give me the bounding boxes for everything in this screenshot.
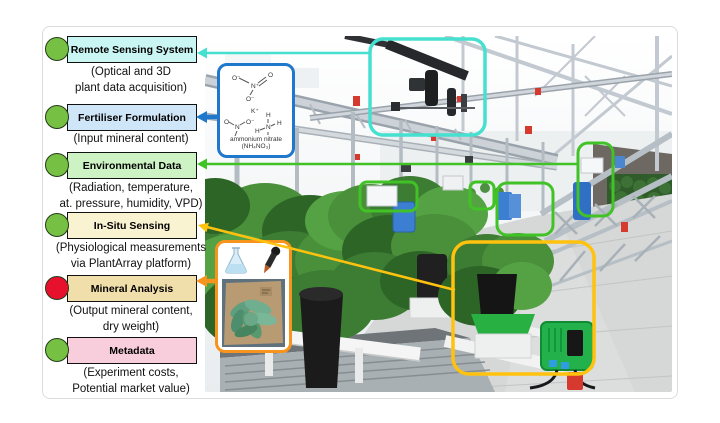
caption-line: (Physiological measurements [55,242,207,254]
caption-line: plant data acquisition) [75,82,187,94]
status-dot [45,213,69,237]
status-dot [45,153,69,177]
chem-formula: (NH₄NO₃) [241,143,271,150]
legend-label: Environmental Data [82,159,182,172]
svg-text:O: O [224,119,229,126]
svg-text:K⁺: K⁺ [251,108,259,115]
legend-label: Metadata [109,344,155,357]
caption-line: Potential market value) [72,383,190,395]
legend-caption: (Input mineral content) [21,131,241,147]
svg-text:O⁻: O⁻ [246,119,255,126]
legend-caption: (Optical and 3D plant data acquisition) [21,64,241,96]
status-dot [45,276,69,300]
legend-label: Fertiliser Formulation [78,111,186,124]
caption-line: dry weight) [102,321,160,333]
legend-box-remote-sensing: Remote Sensing System [67,36,197,63]
caption-line: (Input mineral content) [73,133,189,145]
dropper-icon [263,246,281,274]
mineral-analysis-inset [215,240,292,353]
fertiliser-chemistry-inset: O⁻N⁺O O⁻K⁺ ONO⁻O NHHHH ammonium nitrate … [217,63,295,158]
legend-label: In-Situ Sensing [93,219,171,232]
svg-text:N: N [235,124,240,131]
svg-text:H: H [255,128,260,135]
lab-icons [225,246,281,274]
svg-text:H: H [277,120,282,127]
caption-line: (Radiation, temperature, [68,182,193,194]
svg-text:O⁻: O⁻ [232,75,241,82]
legend-label: Mineral Analysis [90,282,174,295]
leaf-sample-photo [222,279,285,347]
caption-line: (Output mineral content, [69,305,193,317]
legend-caption: (Physiological measurements via PlantArr… [21,240,241,272]
svg-text:N: N [266,124,271,131]
legend-box-environmental: Environmental Data [67,152,197,179]
status-dot [45,37,69,61]
erlenmeyer-flask-icon [225,247,247,274]
status-dot [45,105,69,129]
caption-line: (Optical and 3D [91,66,171,78]
legend-caption: (Radiation, temperature, at. pressure, h… [21,180,241,212]
chemical-structure-icon: O⁻N⁺O O⁻K⁺ ONO⁻O NHHHH [224,72,282,136]
legend-box-fertiliser: Fertiliser Formulation [67,104,197,131]
svg-text:O: O [268,72,273,79]
legend-label: Remote Sensing System [70,43,194,56]
legend-caption: (Experiment costs, Potential market valu… [21,365,241,397]
svg-text:O⁻: O⁻ [246,96,255,103]
legend-box-in-situ: In-Situ Sensing [67,212,197,239]
legend-caption: (Output mineral content, dry weight) [21,303,241,335]
svg-text:N⁺: N⁺ [251,83,260,90]
legend-box-mineral: Mineral Analysis [67,275,197,302]
svg-text:H: H [266,112,271,119]
status-dot [45,338,69,362]
chem-caption: ammonium nitrate [229,136,283,143]
caption-line: at. pressure, humidity, VPD) [59,198,203,210]
legend-box-metadata: Metadata [67,337,197,364]
caption-line: (Experiment costs, [83,367,179,379]
caption-line: via PlantArray platform) [70,258,192,270]
